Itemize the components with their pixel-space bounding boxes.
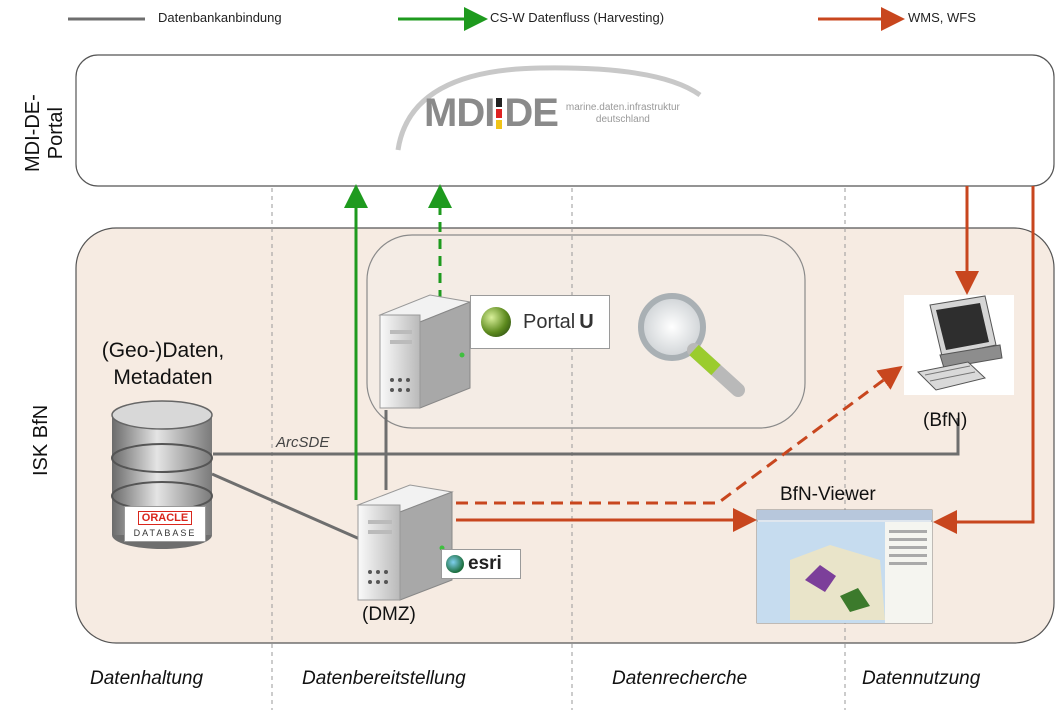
magnifier-icon — [638, 293, 745, 397]
db-to-dmz-line — [211, 472, 363, 542]
portal-side-label: MDI-DE- Portal — [22, 94, 67, 172]
portalu-logo: Portal U — [470, 295, 610, 349]
portalu-globe-icon — [481, 307, 511, 337]
arcsde-label: ArcSDE — [276, 434, 330, 451]
column-label-datenbereitstellung: Datenbereitstellung — [302, 668, 466, 689]
esri-globe-icon — [446, 555, 464, 573]
esri-logo: esri — [441, 549, 521, 579]
database-label: (Geo-)Daten, Metadaten — [101, 339, 225, 390]
dmz-server-icon — [356, 484, 454, 601]
legend-wms-label: WMS, WFS — [908, 10, 976, 25]
column-label-datenrecherche: Datenrecherche — [612, 668, 748, 689]
computer-icon — [904, 295, 1014, 395]
legend-db-label: Datenbankanbindung — [158, 10, 282, 25]
oracle-database-logo: ORACLE DATABASE — [124, 506, 206, 542]
portal-to-viewer-arrow — [933, 186, 1035, 534]
bfn-label: (BfN) — [923, 410, 968, 431]
dmz-label: (DMZ) — [362, 604, 416, 625]
bfn-viewer-label: BfN-Viewer — [780, 484, 876, 505]
column-label-datennutzung: Datennutzung — [862, 668, 981, 689]
portal-box — [75, 54, 1055, 187]
portalu-server-icon — [378, 294, 472, 409]
dmz-to-bfn-dashed-arrow — [456, 365, 903, 505]
isk-side-label: ISK BfN — [30, 404, 52, 476]
column-label-datenhaltung: Datenhaltung — [90, 668, 204, 689]
arcsde-line — [213, 418, 960, 456]
legend-csw-label: CS-W Datenfluss (Harvesting) — [490, 10, 665, 25]
bfn-viewer-screenshot — [756, 509, 933, 624]
mdi-logo-swoosh — [395, 65, 702, 151]
mdi-de-logo: MDI DE marine.daten.infrastruktur deutsc… — [424, 91, 680, 135]
